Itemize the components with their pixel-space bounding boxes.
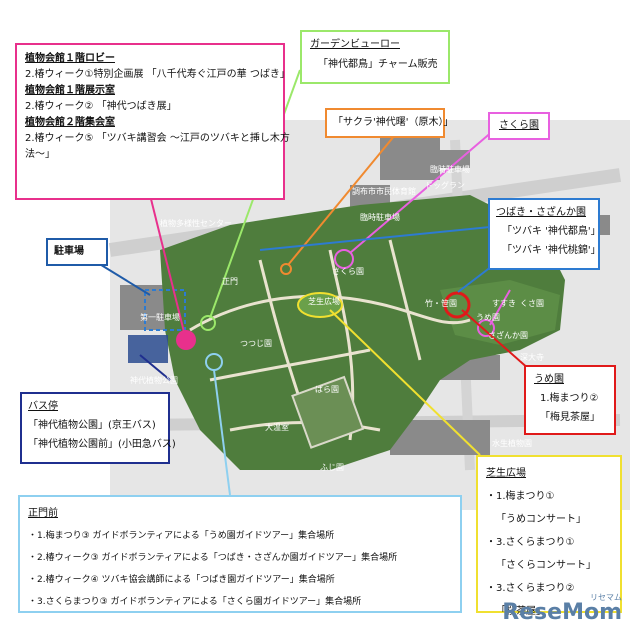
callout-line: 「神代都鳥」チャーム販売: [318, 59, 438, 70]
map-label: 芝生広場: [308, 297, 340, 306]
callout-line: 「神代植物公園」(京王バス): [28, 420, 156, 431]
callout-heading: 植物会館２階集会室: [25, 117, 115, 128]
callout-line: ・3.さくらまつり②: [486, 583, 575, 594]
callout-line: ・3.さくらまつり③ ガイドボランティアによる「さくら園ガイドツアー」集合場所: [28, 597, 362, 607]
ume-circle: [443, 291, 471, 319]
callout-bus-stop: バス停 「神代植物公園」(京王バス) 「神代植物公園前」(小田急バス): [20, 392, 176, 464]
map-label: うめ園: [476, 313, 500, 322]
callout-plant-hall: 植物会館１階ロビー 2.椿ウィーク①特別企画展 「八千代寿ぐ江戸の華 つばき」 …: [15, 43, 290, 200]
callout-main-gate: 正門前 ・1.梅まつり③ ガイドボランティアによる「うめ園ガイドツアー」集合場所…: [18, 495, 462, 613]
map-label: すすき: [492, 299, 516, 308]
callout-heading: 植物会館１階展示室: [25, 85, 115, 96]
map-label: さざんか園: [488, 331, 528, 340]
callout-line: 法〜」: [25, 149, 55, 160]
callout-line: ・2.椿ウィーク③ ガイドボランティアによる「つばき・さざんか園ガイドツアー」集…: [28, 553, 398, 563]
callout-sakura-garden: さくら園: [488, 112, 550, 140]
leader-lines: [79, 69, 531, 496]
callout-line: ・1.梅まつり③ ガイドボランティアによる「うめ園ガイドツアー」集合場所: [28, 531, 335, 541]
callout-line: 「神代植物公園前」(小田急バス): [28, 439, 176, 450]
callout-heading: つばき・さざんか園: [496, 207, 586, 218]
watermark-sub: リセマム: [590, 593, 622, 602]
bus-stop-area: [128, 335, 168, 363]
tsubaki-circle: [477, 319, 495, 337]
callout-line: 「さくらコンサート」: [496, 560, 596, 571]
callout-line: ・1.梅まつり①: [486, 491, 555, 502]
plant-hall-circle: [176, 330, 196, 350]
parking-area: [144, 289, 186, 331]
map-label: 神代植物公園: [130, 376, 178, 385]
sakura-tree-circle: [280, 263, 292, 275]
callout-line: 「ツバキ '神代都鳥'」: [502, 226, 601, 237]
callout-line: 「梅見茶屋」: [540, 412, 600, 423]
callout-line: 「うめコンサート」: [496, 514, 586, 525]
map-label: 竹・笹園: [425, 299, 457, 308]
callout-lawn: 芝生広場 ・1.梅まつり① 「うめコンサート」 ・3.さくらまつり① 「さくらコ…: [476, 455, 622, 617]
map-label: 調布市市民体育館: [352, 187, 416, 196]
callout-ume-garden: うめ園 1.梅まつり② 「梅見茶屋」: [524, 365, 616, 435]
map-label: 第一駐車場: [140, 313, 180, 322]
callout-line: 「ツバキ '神代桃錦'」: [502, 245, 601, 256]
callout-heading: 駐車場: [54, 246, 84, 257]
map-label: さくら園: [332, 267, 364, 276]
callout-heading: さくら園: [499, 120, 539, 131]
callout-line: 2.椿ウィーク①特別企画展 「八千代寿ぐ江戸の華 つばき」: [25, 69, 290, 80]
callout-line: ・3.さくらまつり①: [486, 537, 575, 548]
callout-heading: バス停: [28, 401, 58, 412]
park-paths: [189, 239, 471, 441]
resemom-watermark: ReseMom リセマム: [502, 593, 622, 625]
map-label: 水生植物園: [492, 439, 532, 448]
map-label: ばら園: [315, 385, 339, 394]
callout-heading: 芝生広場: [486, 468, 526, 479]
map-label: 正門: [222, 277, 238, 286]
map-label: 大温室: [265, 423, 289, 432]
callout-sakura-tree: 「サクラ'神代曙'（原木）」: [325, 108, 454, 138]
callout-garden-bureau: ガーデンビューロー 「神代都鳥」チャーム販売: [300, 30, 450, 84]
callout-line: 「サクラ'神代曙'（原木）」: [333, 117, 454, 128]
map-label: 臨時駐車場: [430, 165, 470, 174]
callout-tsubaki-garden: つばき・さざんか園 「ツバキ '神代都鳥'」 「ツバキ '神代桃錦'」: [488, 198, 601, 270]
callout-heading: うめ園: [534, 374, 564, 385]
callout-line: 「桜茶屋」: [496, 606, 546, 617]
callout-heading: 植物会館１階ロビー: [25, 53, 115, 64]
map-label: 臨時駐車場: [360, 213, 400, 222]
watermark-text: ReseMom: [502, 600, 622, 625]
garden-bureau-circle: [200, 315, 216, 331]
map-label: くさ園: [520, 299, 544, 308]
ume-area: [440, 280, 560, 345]
callout-parking: 駐車場: [46, 238, 108, 266]
callout-line: 2.椿ウィーク② 「神代つばき展」: [25, 101, 177, 112]
callout-line: ・2.椿ウィーク④ ツバキ協会講師による「つばき園ガイドツアー」集合場所: [28, 575, 335, 585]
map-label: 深大寺: [520, 353, 544, 362]
callout-line: 1.梅まつり②: [540, 393, 599, 404]
callout-heading: 正門前: [28, 508, 58, 519]
map-label: つつじ園: [240, 339, 272, 348]
callout-heading: ガーデンビューロー: [310, 39, 400, 50]
rose-garden: [291, 375, 365, 449]
sakura-garden-circle: [334, 249, 354, 269]
map-label: 植物多様性センター: [160, 219, 232, 228]
callout-line: 2.椿ウィーク⑤ 「ツバキ講習会 〜江戸のツバキと挿し木方: [25, 133, 290, 144]
map-label: ふじ園: [320, 463, 344, 472]
map-label: ドッグラン: [425, 181, 465, 190]
